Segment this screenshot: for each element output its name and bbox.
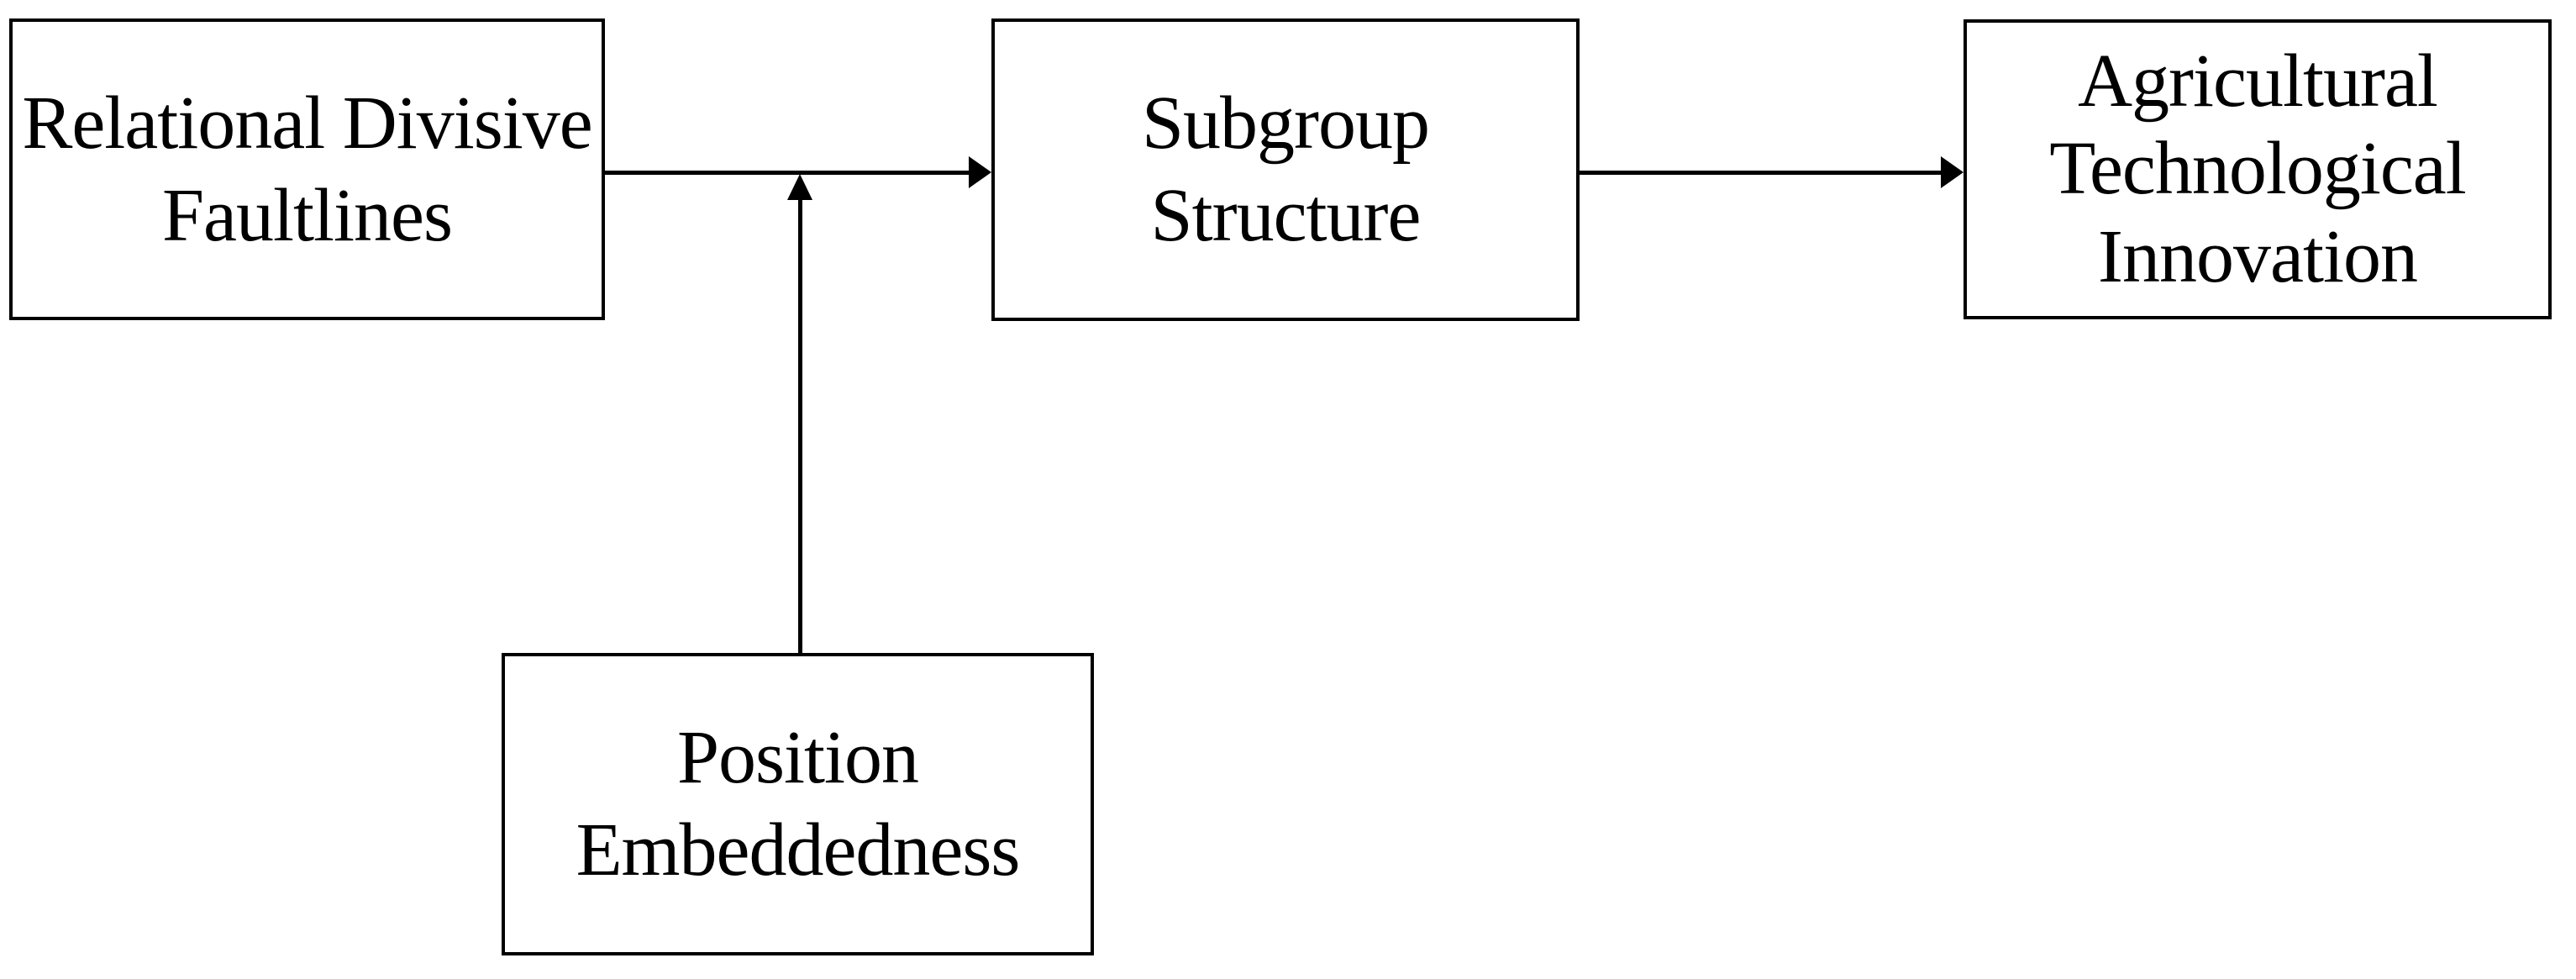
node-label-line: Relational Divisive (22, 81, 592, 165)
node-label-line: Structure (1150, 174, 1422, 257)
edge-faultlines-to-subgroup-line (605, 171, 971, 175)
up-arrowhead-icon (787, 174, 812, 200)
node-label-line: Faultlines (162, 173, 453, 257)
edge-embeddedness-moderator-line (798, 197, 802, 653)
node-label-line: Innovation (2098, 214, 2418, 298)
node-label-line: Technological (2049, 127, 2466, 211)
node-label-line: Subgroup (1141, 82, 1430, 166)
right-arrowhead-icon (1941, 156, 1964, 188)
edge-subgroup-to-innovation-line (1580, 171, 1943, 175)
node-position-embeddedness: Position Embeddedness (502, 653, 1094, 955)
right-arrowhead-icon (969, 156, 991, 188)
node-subgroup-structure: Subgroup Structure (991, 18, 1580, 321)
node-relational-divisive-faultlines: Relational Divisive Faultlines (9, 18, 605, 320)
node-label-line: Position (676, 716, 919, 800)
node-label-line: Embeddedness (576, 808, 1021, 892)
node-label-line: Agricultural (2078, 39, 2438, 123)
node-agricultural-technological-innovation: Agricultural Technological Innovation (1964, 19, 2552, 319)
